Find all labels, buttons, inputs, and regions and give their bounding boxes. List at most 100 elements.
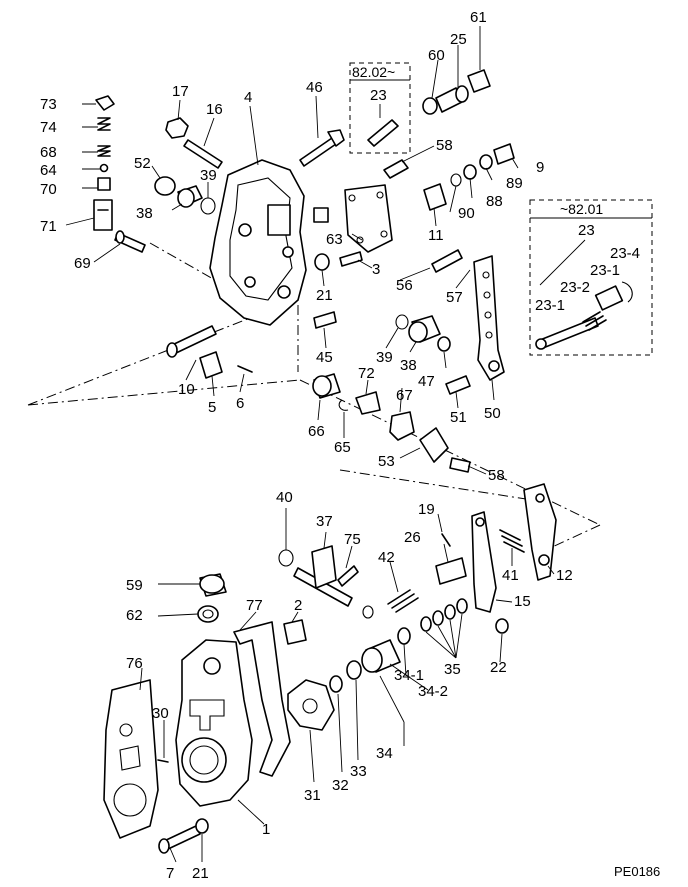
o-ring-40: [278, 549, 294, 567]
callout-17: 17: [172, 83, 189, 100]
box-82-01-part-23: 23: [578, 222, 595, 239]
callout-53: 53: [378, 453, 395, 470]
box-82-01-label: ~82.01: [560, 201, 603, 217]
callout-21b: 21: [192, 865, 209, 882]
shaft-37: [293, 567, 353, 607]
washer-35b: [444, 604, 456, 620]
washer-32: [329, 675, 343, 693]
part-73: [95, 95, 115, 111]
callout-33: 33: [350, 763, 367, 780]
callout-labels: 61 25 60 73 74 68 64 70 71 69 17 16 4 46…: [40, 9, 573, 882]
pin-16: [183, 139, 223, 169]
callout-39b: 39: [376, 349, 393, 366]
callout-3: 3: [372, 261, 380, 278]
callout-77: 77: [246, 597, 263, 614]
callout-15: 15: [514, 593, 531, 610]
callout-34-1: 34-1: [394, 667, 424, 684]
screw-51: [445, 375, 471, 395]
callout-58a: 58: [436, 137, 453, 154]
pin-75: [337, 565, 359, 587]
ring-34-1: [397, 627, 411, 645]
callout-22: 22: [490, 659, 507, 676]
callout-6: 6: [236, 395, 244, 412]
nut-17: [165, 117, 189, 139]
screw-58b: [449, 457, 471, 473]
figure-code: PE0186: [614, 864, 660, 879]
washer-62: [197, 605, 219, 623]
spring-23-2: [582, 311, 607, 331]
box-82-02-label: 82.02~: [352, 64, 395, 80]
box-82-01-part-23-4: 23-4: [610, 245, 640, 262]
callout-88: 88: [486, 193, 503, 210]
callout-66: 66: [308, 423, 325, 440]
box-82-02: [349, 62, 411, 154]
callout-67: 67: [396, 387, 413, 404]
spring-42: [387, 589, 419, 613]
washer-33: [346, 660, 362, 680]
callout-16: 16: [206, 101, 223, 118]
callout-34-2: 34-2: [418, 683, 448, 700]
callout-5: 5: [208, 399, 216, 416]
callout-51: 51: [450, 409, 467, 426]
bushing-11: [423, 183, 447, 211]
gasket-77: [233, 621, 291, 777]
sleeve-23-1: [594, 285, 624, 311]
callout-25: 25: [450, 31, 467, 48]
lever-15: [471, 511, 497, 613]
callout-47: 47: [418, 373, 435, 390]
box-82-01: [529, 199, 653, 356]
callout-9: 9: [536, 159, 544, 176]
washer-89: [479, 154, 493, 170]
box-82-01-part-23-1a: 23-1: [590, 262, 620, 279]
callout-30: 30: [152, 705, 169, 722]
callout-31: 31: [304, 787, 321, 804]
callout-72: 72: [358, 365, 375, 382]
washer-47: [437, 336, 451, 352]
callout-71: 71: [40, 218, 57, 235]
clip-23-4: [621, 281, 633, 303]
callout-56: 56: [396, 277, 413, 294]
callout-70: 70: [40, 181, 57, 198]
callout-41: 41: [502, 567, 519, 584]
screw-45: [313, 311, 337, 329]
callout-34: 34: [376, 745, 393, 762]
spring-41: [499, 529, 525, 553]
callout-68: 68: [40, 144, 57, 161]
washer-60b: [455, 85, 469, 103]
callout-37: 37: [316, 513, 333, 530]
callout-45: 45: [316, 349, 333, 366]
screw-58a: [383, 159, 409, 179]
callout-59: 59: [126, 577, 143, 594]
callout-32: 32: [332, 777, 349, 794]
callout-26: 26: [404, 529, 421, 546]
o-ring-39a: [200, 197, 216, 215]
pin-19: [441, 533, 451, 547]
box-82-01-part-23-1b: 23-1: [535, 297, 565, 314]
callout-63: 63: [326, 231, 343, 248]
screw-3: [339, 251, 363, 267]
callout-62: 62: [126, 607, 143, 624]
assembly-guide-line: [27, 257, 601, 549]
callout-35: 35: [444, 661, 461, 678]
o-ring-90: [450, 173, 462, 187]
pin-23-1: [539, 317, 599, 349]
washer-52: [154, 176, 176, 196]
cover-plate-63: [344, 184, 393, 253]
cap-61: [467, 69, 491, 93]
flyweight-31: [287, 679, 335, 731]
callout-60: 60: [428, 47, 445, 64]
callout-75: 75: [344, 531, 361, 548]
callout-57: 57: [446, 289, 463, 306]
callout-69: 69: [74, 255, 91, 272]
stud-23: [367, 119, 399, 147]
callout-74: 74: [40, 119, 57, 136]
spring-74: [97, 117, 111, 131]
callout-73: 73: [40, 96, 57, 113]
washer-35d: [420, 616, 432, 632]
clip-72: [355, 391, 381, 415]
callout-39a: 39: [200, 167, 217, 184]
callout-58b: 58: [488, 467, 505, 484]
callout-46: 46: [306, 79, 323, 96]
ball-64: [99, 163, 109, 173]
